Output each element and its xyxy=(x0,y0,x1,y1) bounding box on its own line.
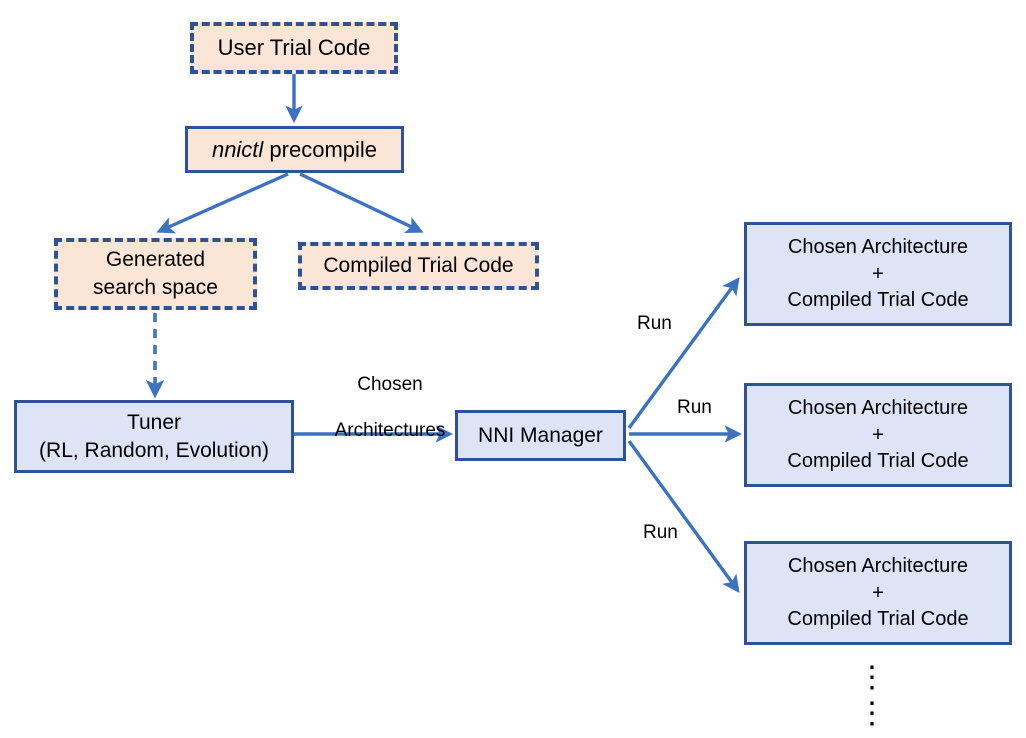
node-compiled-trial-code-label: Compiled Trial Code xyxy=(323,254,514,278)
edge-label-run-1: Run xyxy=(637,313,672,334)
node-trial-2-line3: Compiled Trial Code xyxy=(787,450,969,473)
node-trial-3-line1: Chosen Architecture xyxy=(787,555,969,578)
node-nnictl-precompile[interactable]: nnictl precompile xyxy=(185,126,404,173)
node-nnictl-precompile-action: precompile xyxy=(263,136,378,162)
node-tuner[interactable]: Tuner (RL, Random, Evolution) xyxy=(14,400,294,473)
edge-label-chosen-architectures-line2: Architectures xyxy=(334,420,446,442)
edge-label-run-3: Run xyxy=(643,522,678,543)
edge-label-chosen-architectures-line1: Chosen xyxy=(357,374,423,395)
node-trial-1-line2: + xyxy=(872,262,884,285)
edge-label-chosen-architectures: Chosen Architectures xyxy=(330,373,450,443)
node-user-trial-code-label: User Trial Code xyxy=(217,35,371,61)
node-generated-search-space-line1: Generated xyxy=(105,248,206,272)
node-nnictl-precompile-keyword: nnictl xyxy=(211,136,264,162)
vertical-ellipsis-icon-lower: ⋮ xyxy=(857,697,887,730)
edge-nnictl-to-compiledcode xyxy=(299,172,424,234)
node-trial-1[interactable]: Chosen Architecture + Compiled Trial Cod… xyxy=(744,222,1012,326)
edge-nnimanager-to-trial1 xyxy=(627,277,740,430)
node-tuner-line1: Tuner xyxy=(126,410,182,434)
node-tuner-line2: (RL, Random, Evolution) xyxy=(39,438,269,462)
node-trial-2-line2: + xyxy=(872,423,884,446)
node-generated-search-space-line2: search space xyxy=(93,276,218,299)
node-trial-1-line1: Chosen Architecture xyxy=(787,236,969,259)
node-generated-search-space[interactable]: Generated search space xyxy=(54,238,257,310)
node-nni-manager-label: NNI Manager xyxy=(478,423,603,447)
node-trial-1-line3: Compiled Trial Code xyxy=(787,289,969,312)
edge-label-run-2: Run xyxy=(677,397,712,418)
node-trial-3-line3: Compiled Trial Code xyxy=(787,608,969,631)
edge-nnimanager-to-trial3 xyxy=(627,439,740,593)
vertical-ellipsis-icon-upper: ⋮ xyxy=(857,661,887,694)
node-compiled-trial-code[interactable]: Compiled Trial Code xyxy=(298,242,539,290)
node-trial-2-line1: Chosen Architecture xyxy=(787,397,969,420)
node-trial-3[interactable]: Chosen Architecture + Compiled Trial Cod… xyxy=(744,541,1012,645)
edge-nnictl-to-searchspace xyxy=(156,172,289,234)
node-trial-3-line2: + xyxy=(872,581,884,604)
node-user-trial-code[interactable]: User Trial Code xyxy=(190,22,398,74)
node-nnictl-precompile-label: nnictl precompile xyxy=(212,135,377,164)
node-nni-manager[interactable]: NNI Manager xyxy=(455,410,626,461)
node-trial-2[interactable]: Chosen Architecture + Compiled Trial Cod… xyxy=(744,383,1012,487)
